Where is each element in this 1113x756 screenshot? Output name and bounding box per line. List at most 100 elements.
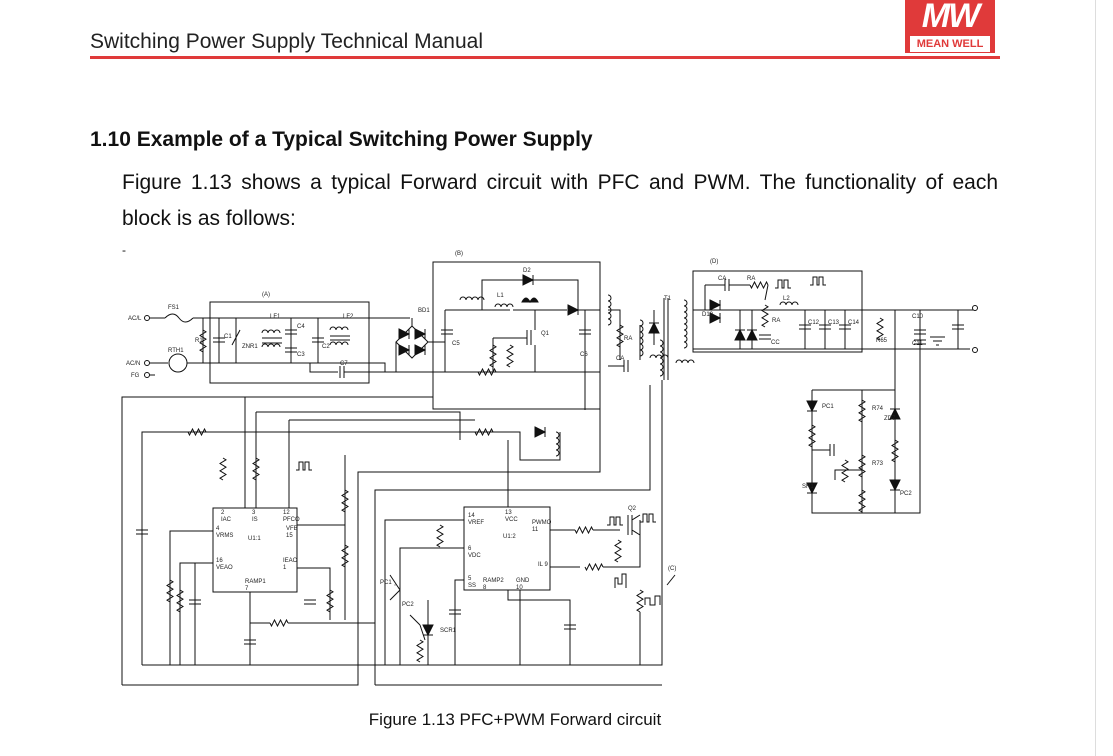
transformer-winding-symbol	[607, 294, 612, 326]
wire	[666, 574, 676, 586]
resistor-symbol	[761, 304, 769, 328]
capacitor-symbol	[914, 339, 926, 345]
diode-symbol	[709, 299, 722, 311]
resistor-symbol	[841, 459, 849, 483]
capacitor-symbol	[819, 324, 831, 330]
label-blockA: (A)	[262, 292, 270, 298]
wire	[603, 520, 641, 568]
transformer-winding-symbol	[659, 339, 664, 377]
capacitor-symbol	[724, 279, 730, 291]
label-fs1: FS1	[168, 305, 180, 311]
terminal-icon	[144, 315, 150, 321]
label-cc: CC	[771, 340, 780, 346]
diode-symbol	[522, 274, 535, 286]
wire	[374, 385, 651, 685]
wire	[507, 590, 571, 665]
diode-symbol	[889, 407, 901, 420]
list-dash: -	[122, 243, 126, 257]
resistor-symbol	[166, 579, 174, 603]
label-c1: C1	[224, 334, 232, 340]
resistor-symbol	[858, 489, 866, 513]
varistor-symbol	[231, 329, 241, 346]
inductor-coil-symbol	[329, 341, 349, 346]
label-r1: R1	[195, 338, 203, 344]
label-fg: FG	[131, 373, 140, 379]
label-pc1a: PC1	[822, 404, 834, 410]
wire	[256, 411, 461, 440]
label-lf1: LF1	[270, 314, 281, 320]
wire	[142, 380, 663, 666]
wire	[811, 390, 921, 514]
diode-symbol	[806, 400, 818, 413]
inductor-coil-symbol	[649, 354, 669, 359]
diode-symbol	[398, 328, 411, 340]
wire	[141, 431, 500, 665]
thermistor-symbol	[168, 353, 188, 373]
terminal-icon	[972, 305, 978, 311]
pulse-waveform-icon	[810, 276, 826, 286]
ground-icon	[930, 336, 945, 346]
inductor-coil-symbol	[459, 296, 485, 301]
wire	[384, 519, 464, 665]
label-scr1: SCR1	[440, 628, 457, 634]
label-acl: AC/L	[128, 316, 142, 322]
inductor-coil-symbol	[329, 326, 349, 331]
label-acn: AC/N	[126, 361, 140, 367]
diode-symbol	[414, 328, 427, 340]
capacitor-symbol	[799, 324, 811, 330]
label-pc2b: PC2	[402, 602, 414, 608]
label-bd1: BD1	[418, 308, 430, 314]
resistor-symbol	[808, 424, 816, 448]
capacitor-symbol	[759, 334, 771, 340]
capacitor-symbol	[285, 347, 297, 353]
figure-caption: Figure 1.13 PFC+PWM Forward circuit	[368, 710, 662, 729]
resistor-symbol	[858, 399, 866, 423]
ic-u1-1	[212, 507, 298, 593]
label-c12: C12	[808, 320, 820, 326]
section-heading: 1.10 Example of a Typical Switching Powe…	[90, 128, 593, 151]
transformer-winding-symbol	[639, 319, 644, 357]
resistor-symbol	[489, 344, 497, 368]
block-d-box	[692, 270, 863, 353]
resistor-symbol	[876, 317, 884, 341]
optocoupler-pc2-symbol	[409, 614, 426, 641]
diode-symbol	[534, 426, 547, 438]
pulse-waveform-icon	[296, 461, 312, 471]
label-blockD: (D)	[710, 259, 718, 265]
wire	[309, 363, 338, 373]
resistor-symbol	[199, 329, 207, 353]
logo-mark: MW	[921, 0, 980, 35]
resistor-symbol	[477, 367, 497, 377]
resistor-symbol	[176, 589, 184, 613]
resistor-symbol	[326, 589, 334, 613]
label-znr1: ZNR1	[242, 344, 258, 350]
label-q1: Q1	[541, 331, 550, 337]
diode-symbol	[398, 344, 411, 356]
diode-symbol	[889, 479, 901, 492]
diode-symbol	[746, 328, 758, 341]
wire	[399, 547, 464, 665]
resistor-symbol	[858, 454, 866, 478]
block-a-box	[209, 301, 370, 384]
ramp-waveform-icon	[614, 573, 627, 588]
mosfet-q1-symbol	[526, 330, 532, 345]
resistor-symbol	[474, 427, 494, 437]
label-c10: C10	[912, 314, 924, 320]
label-ra3: RA	[772, 318, 780, 324]
terminal-icon	[972, 347, 978, 353]
wire	[369, 362, 386, 372]
pulse-waveform-icon	[607, 516, 623, 526]
label-il: IL 9	[538, 562, 548, 568]
wire	[454, 579, 464, 665]
wire	[179, 562, 213, 665]
terminal-icon	[144, 360, 150, 366]
pulse-waveform-icon	[640, 513, 656, 523]
label-blockC: (C)	[668, 566, 676, 572]
